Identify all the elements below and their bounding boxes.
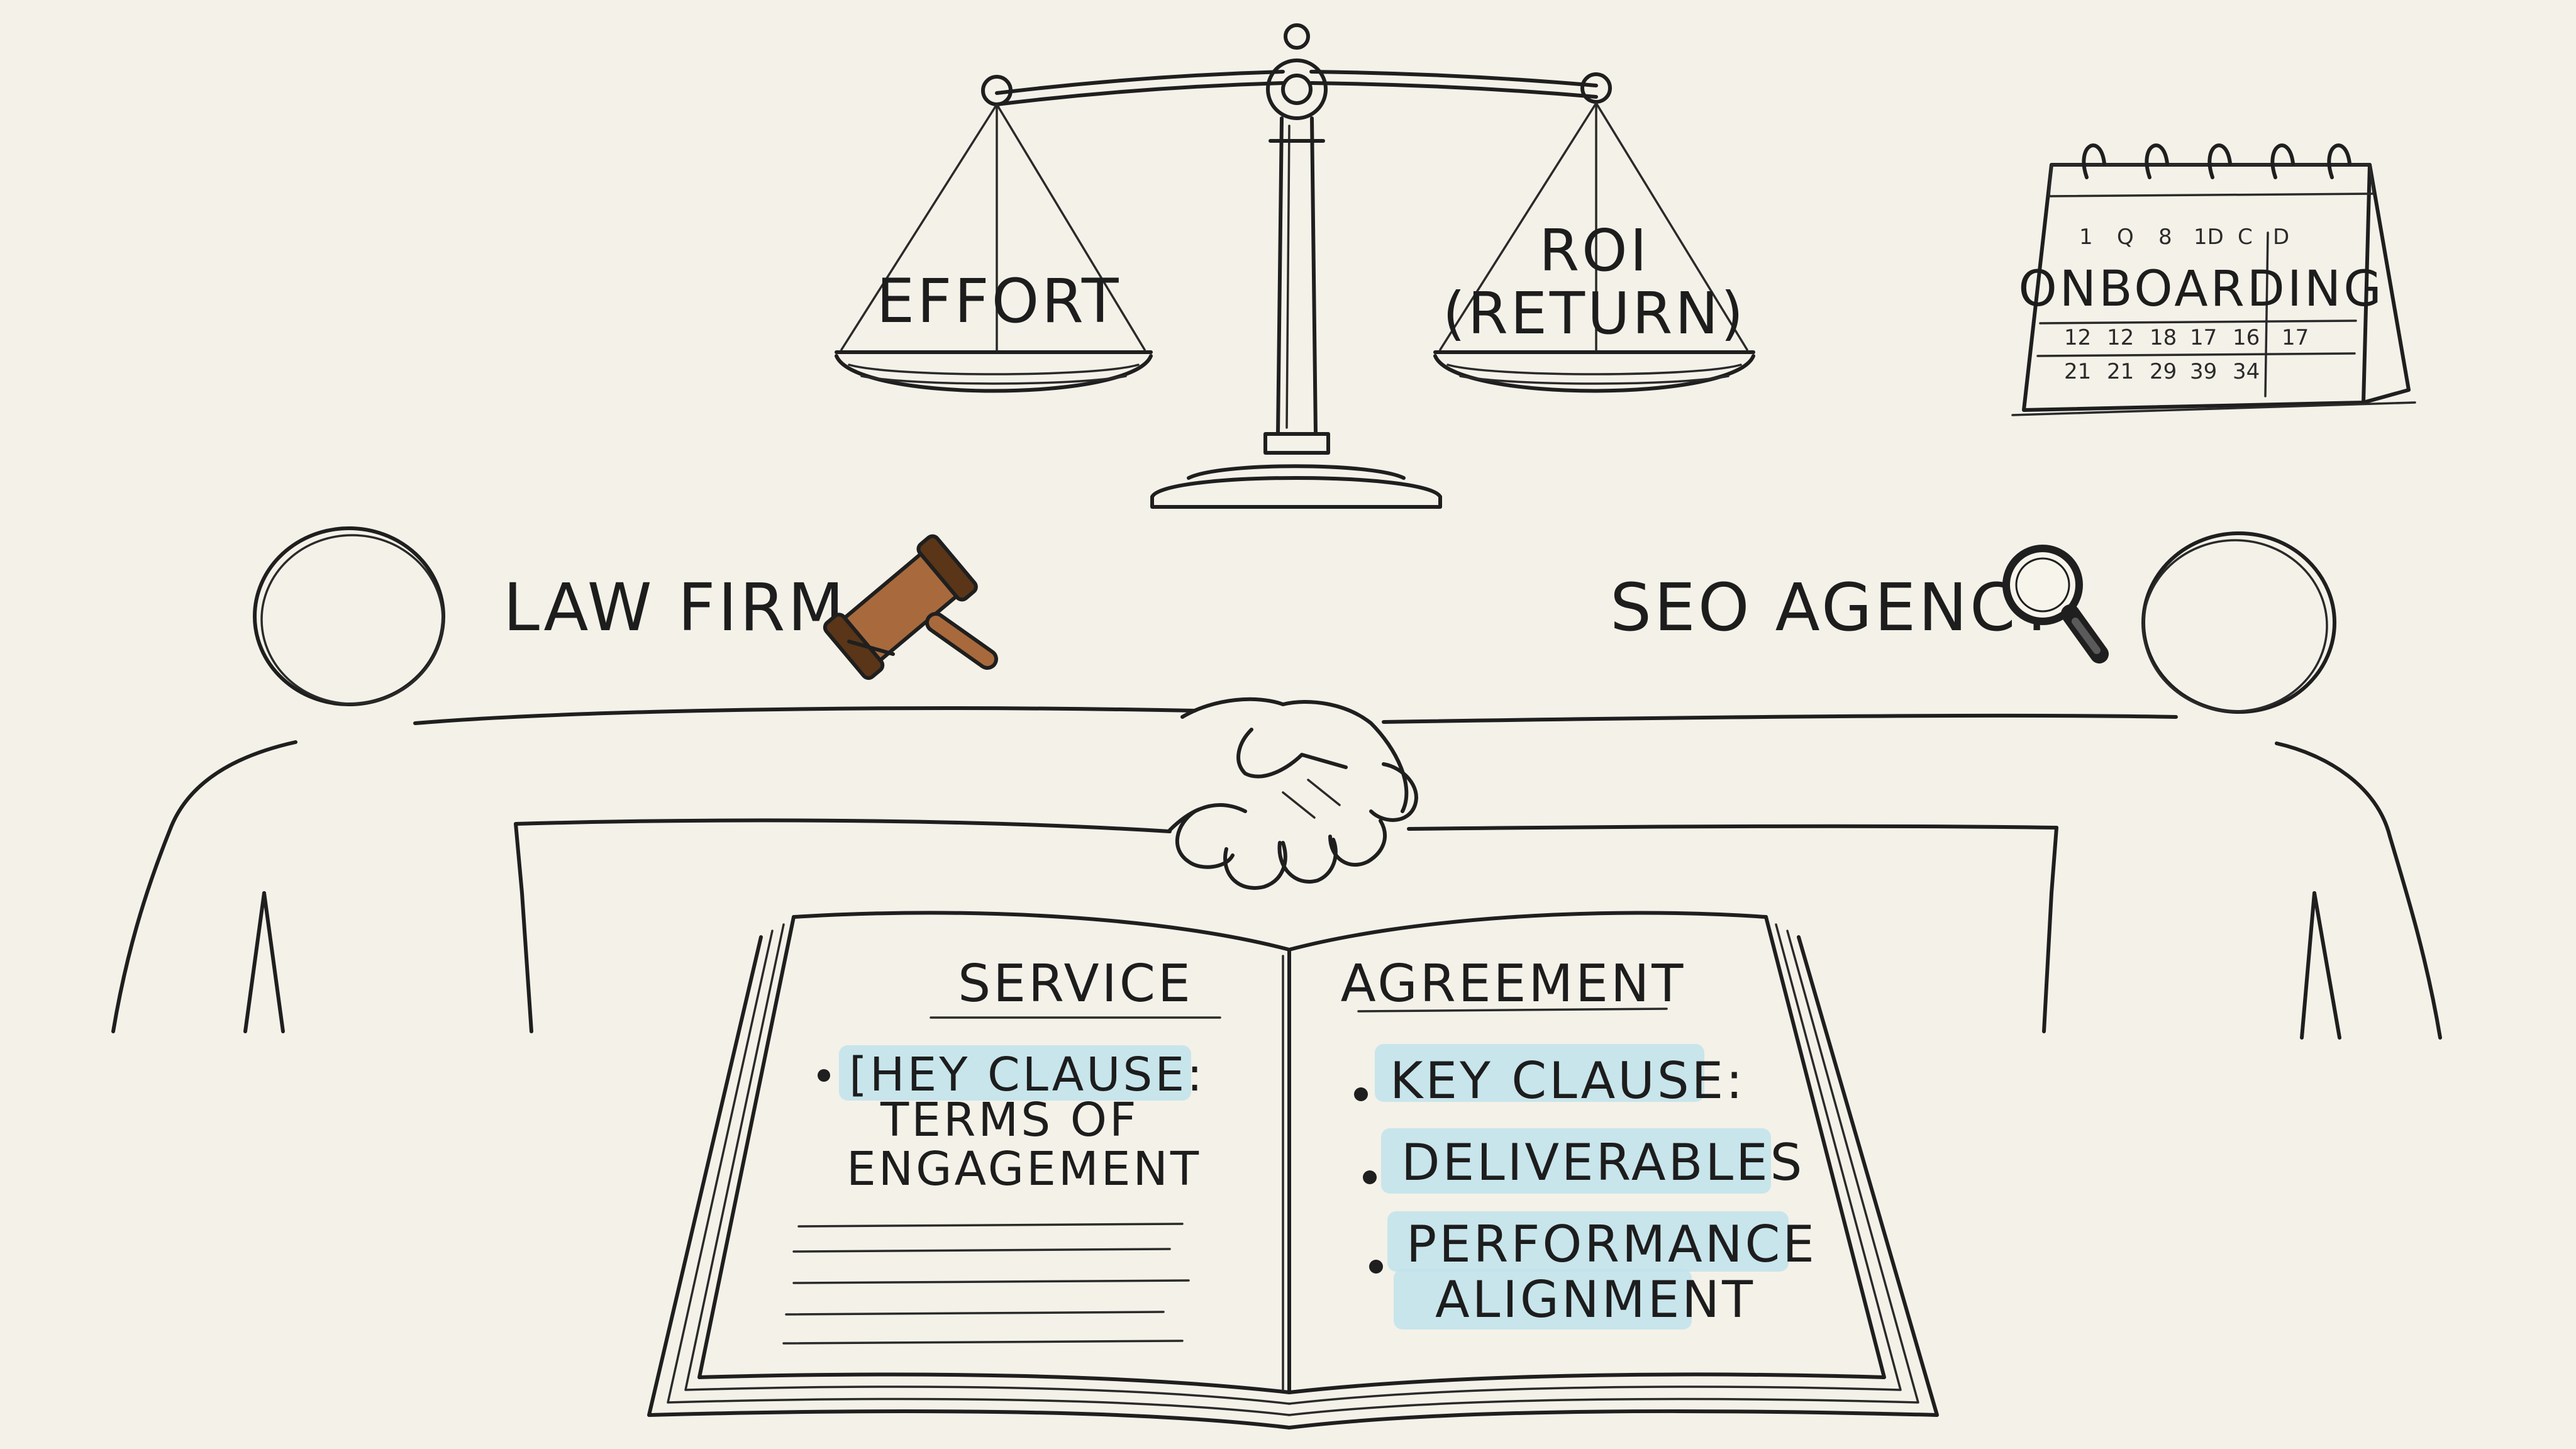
calendar-row1-2: 12 bbox=[2107, 325, 2134, 350]
highlight-hey-clause bbox=[839, 1045, 1191, 1101]
calendar-top-2: Q bbox=[2117, 225, 2134, 250]
law-firm-label: LAW FIRM bbox=[503, 569, 847, 646]
contract-right-item-1: KEY CLAUSE: bbox=[1390, 1052, 1745, 1110]
highlight-key-clause bbox=[1375, 1044, 1704, 1102]
law-firm-person bbox=[111, 526, 1197, 1033]
highlight-performance bbox=[1387, 1211, 1789, 1272]
calendar-row2-1: 21 bbox=[2064, 359, 2091, 384]
contract-left-item-line2: TERMS OF bbox=[880, 1093, 1139, 1147]
bullet-right-2 bbox=[1363, 1170, 1377, 1184]
seo-agency-person bbox=[1382, 531, 2442, 1040]
calendar-top-1: 1 bbox=[2079, 225, 2093, 250]
bullet-right-3 bbox=[1369, 1260, 1383, 1274]
handshake-icon bbox=[1168, 697, 1418, 890]
calendar-row1-6: 17 bbox=[2282, 325, 2309, 350]
roi-return-label: (RETURN) bbox=[1443, 280, 1746, 347]
calendar-title: ONBOARDING bbox=[2018, 261, 2384, 318]
balance-scale-icon bbox=[835, 23, 1755, 509]
highlight-alignment bbox=[1394, 1269, 1692, 1330]
calendar-row2-4: 39 bbox=[2190, 359, 2217, 384]
contract-left-item-line1: [HEY CLAUSE: bbox=[849, 1048, 1205, 1102]
calendar-row1-3: 18 bbox=[2150, 325, 2177, 350]
contract-right-item-4: ALIGNMENT bbox=[1435, 1270, 1755, 1329]
contract-book bbox=[647, 911, 1939, 1430]
highlight-deliverables bbox=[1381, 1128, 1771, 1194]
calendar-icon bbox=[2011, 143, 2416, 416]
contract-left-item-line3: ENGAGEMENT bbox=[847, 1142, 1201, 1196]
calendar-top-3: 8 bbox=[2158, 225, 2172, 250]
bullet-right-1 bbox=[1354, 1087, 1368, 1101]
seo-agency-label: SEO AGENCY bbox=[1610, 569, 2059, 646]
calendar-row2-3: 29 bbox=[2150, 359, 2177, 384]
calendar-row1-5: 16 bbox=[2233, 325, 2260, 350]
effort-label: EFFORT bbox=[876, 266, 1121, 336]
contract-right-item-3: PERFORMANCE bbox=[1406, 1215, 1817, 1274]
roi-label: ROI bbox=[1539, 217, 1649, 284]
magnifying-glass-icon bbox=[2002, 545, 2109, 663]
contract-left-heading: SERVICE bbox=[958, 954, 1193, 1014]
bullet-left bbox=[818, 1069, 830, 1082]
calendar-top-4: 1D bbox=[2194, 225, 2224, 250]
gavel-icon bbox=[823, 534, 998, 680]
calendar-row1-1: 12 bbox=[2064, 325, 2091, 350]
calendar-row1-4: 17 bbox=[2190, 325, 2217, 350]
calendar-top-5: C bbox=[2238, 225, 2253, 250]
calendar-top-6: D bbox=[2273, 225, 2289, 250]
calendar-row2-5: 34 bbox=[2233, 359, 2260, 384]
calendar-row2-2: 21 bbox=[2107, 359, 2134, 384]
contract-right-item-2: DELIVERABLES bbox=[1401, 1133, 1804, 1192]
contract-right-heading: AGREEMENT bbox=[1341, 954, 1686, 1014]
